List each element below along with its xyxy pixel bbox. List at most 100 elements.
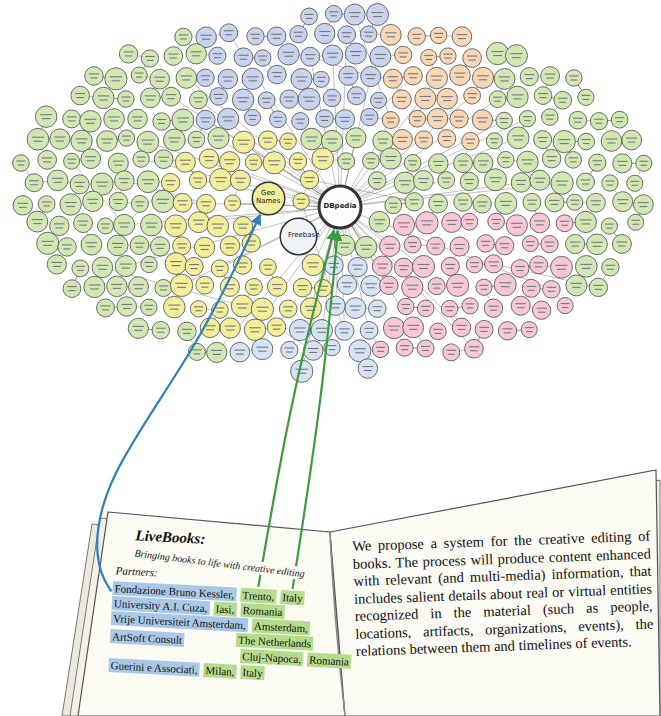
illegible-mark (31, 184, 38, 185)
dataset-dot (118, 130, 134, 146)
dataset-dot (345, 43, 366, 64)
dataset-dot (197, 69, 214, 86)
dataset-dot (300, 171, 318, 189)
illegible-mark (67, 116, 77, 117)
dataset-dot (361, 67, 381, 87)
illegible-mark (573, 118, 583, 119)
illegible-mark (87, 246, 95, 247)
dataset-dot (210, 88, 228, 106)
dataset-dot (634, 195, 654, 215)
illegible-mark (145, 95, 156, 96)
illegible-mark (157, 119, 167, 120)
illegible-mark (236, 354, 244, 355)
illegible-mark (561, 303, 570, 304)
illegible-mark (258, 56, 267, 57)
illegible-mark (237, 97, 249, 98)
illegible-mark (305, 177, 315, 178)
illegible-mark (615, 117, 624, 118)
illegible-mark (632, 185, 638, 186)
dataset-dot (542, 109, 559, 126)
illegible-mark (526, 331, 532, 332)
illegible-mark (238, 140, 250, 141)
location-highlight: Romania (307, 652, 351, 668)
illegible-mark (409, 199, 419, 200)
dataset-dot (268, 65, 287, 84)
illegible-mark (419, 182, 427, 183)
illegible-mark (170, 57, 177, 58)
dataset-dot (13, 196, 33, 216)
illegible-mark (226, 288, 234, 289)
illegible-mark (465, 219, 474, 220)
illegible-mark (515, 303, 525, 304)
illegible-mark (386, 117, 395, 118)
illegible-mark (65, 202, 77, 203)
dataset-dot (37, 232, 59, 254)
dataset-dot (567, 194, 583, 210)
dataset-dot (176, 68, 197, 89)
dataset-dot (92, 257, 113, 278)
illegible-mark (556, 181, 568, 182)
dataset-dot (137, 171, 159, 193)
illegible-mark (401, 349, 408, 350)
partner-text: Milan, (205, 663, 235, 679)
illegible-mark (466, 223, 473, 224)
illegible-mark (571, 79, 578, 80)
link-arrow (97, 215, 260, 592)
illegible-mark (86, 123, 95, 124)
illegible-mark (271, 325, 281, 326)
illegible-mark (367, 287, 375, 288)
illegible-mark (583, 143, 590, 144)
dataset-dot (210, 169, 232, 191)
illegible-mark (499, 282, 511, 283)
illegible-mark (445, 264, 455, 265)
dataset-dot (441, 300, 458, 317)
dataset-dot (64, 153, 80, 169)
dataset-dot (117, 297, 136, 316)
illegible-mark (572, 204, 578, 205)
illegible-mark (40, 114, 52, 115)
dataset-dot (107, 235, 128, 256)
dataset-dot (119, 45, 137, 63)
illegible-mark (136, 247, 144, 248)
dataset-dot (72, 260, 89, 277)
illegible-mark (29, 180, 39, 181)
illegible-mark (305, 101, 314, 102)
illegible-mark (547, 287, 557, 288)
illegible-mark (433, 80, 442, 81)
illegible-mark (250, 164, 257, 165)
illegible-mark (561, 225, 568, 226)
illegible-mark (398, 222, 410, 223)
illegible-mark (213, 136, 225, 137)
illegible-mark (524, 74, 534, 75)
dataset-dot (85, 67, 104, 86)
illegible-mark (409, 246, 416, 247)
illegible-mark (134, 243, 144, 244)
illegible-mark (249, 284, 258, 285)
illegible-mark (412, 34, 422, 35)
illegible-mark (168, 53, 178, 54)
illegible-mark (560, 143, 569, 144)
dataset-dot (622, 130, 642, 150)
illegible-mark (213, 228, 222, 229)
illegible-mark (272, 284, 283, 285)
illegible-mark (425, 59, 431, 60)
illegible-mark (146, 99, 154, 100)
illegible-mark (145, 56, 154, 57)
dataset-dot (551, 172, 573, 194)
dataset-dot (164, 129, 186, 151)
illegible-mark (247, 76, 259, 77)
illegible-mark (493, 55, 502, 56)
illegible-mark (178, 121, 187, 122)
link-arrow (293, 231, 338, 589)
dataset-dot (463, 49, 482, 68)
dataset-dot (511, 296, 530, 315)
illegible-mark (285, 310, 292, 311)
dataset-dot (258, 131, 277, 150)
dataset-dot (301, 128, 323, 150)
dataset-dot (477, 235, 494, 252)
illegible-mark (215, 177, 227, 178)
illegible-mark (581, 179, 591, 180)
location-highlight: Trento, (240, 588, 276, 604)
dataset-dot (522, 236, 538, 252)
illegible-mark (547, 119, 554, 120)
